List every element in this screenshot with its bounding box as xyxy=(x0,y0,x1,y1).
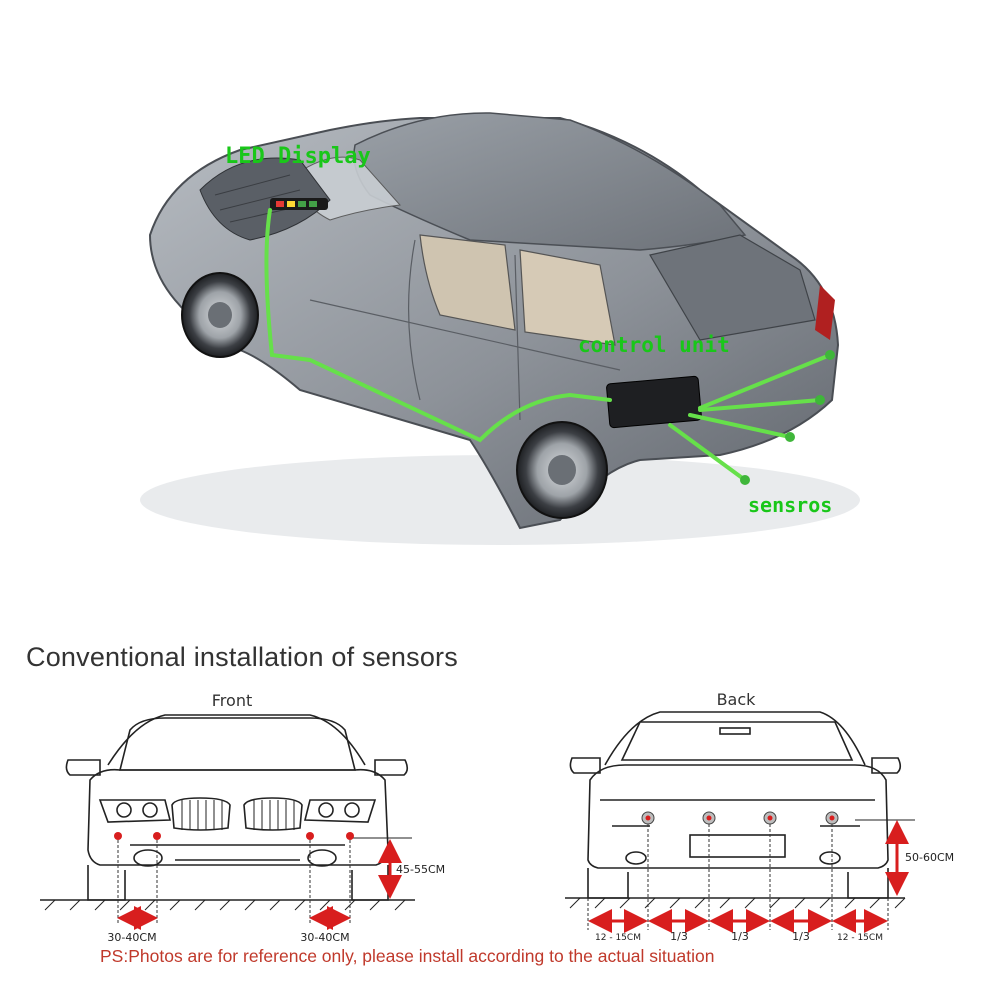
front-sensor-1 xyxy=(114,832,122,840)
back-height-range: 50-60CM xyxy=(905,851,954,864)
control-unit-box xyxy=(606,375,702,429)
wiring-harness xyxy=(264,208,832,482)
back-measurements: 12 - 15CM 1/3 1/3 1/3 12 - 15CM 50-60CM xyxy=(587,811,954,943)
front-sensor-4 xyxy=(346,832,354,840)
back-spacing-2: 1/3 xyxy=(670,930,688,943)
car-side-window-front xyxy=(419,234,516,331)
car-illustration: LED Display control unit sensros xyxy=(140,112,860,545)
back-spacing-1: 12 - 15CM xyxy=(595,933,641,943)
front-wheel xyxy=(181,272,259,358)
back-view-diagram: Back xyxy=(565,690,915,909)
front-height-range: 45-55CM xyxy=(396,863,445,876)
front-left-spacing: 30-40CM xyxy=(107,931,156,944)
front-heading: Front xyxy=(212,691,252,710)
front-measurements: 30-40CM 30-40CM 45-55CM xyxy=(107,832,445,944)
sensors-label: sensros xyxy=(748,493,832,517)
led-display-label: LED Display xyxy=(225,144,371,169)
back-heading: Back xyxy=(717,690,757,709)
rear-light xyxy=(815,285,835,340)
car-rear-window xyxy=(649,234,816,341)
sensor-dots-top xyxy=(740,350,835,485)
back-spacing-3: 1/3 xyxy=(731,930,749,943)
front-sensor-3 xyxy=(306,832,314,840)
front-right-spacing: 30-40CM xyxy=(300,931,349,944)
front-sensor-2 xyxy=(153,832,161,840)
installation-title: Conventional installation of sensors xyxy=(26,642,458,672)
front-view-diagram: Front xyxy=(40,691,415,911)
back-spacing-5: 12 - 15CM xyxy=(837,933,883,943)
back-spacing-4: 1/3 xyxy=(792,930,810,943)
rear-wheel xyxy=(516,421,608,519)
control-unit-label: control unit xyxy=(578,333,730,357)
car-side-window-rear xyxy=(519,249,616,346)
reference-note: PS:Photos are for reference only, please… xyxy=(100,946,715,966)
